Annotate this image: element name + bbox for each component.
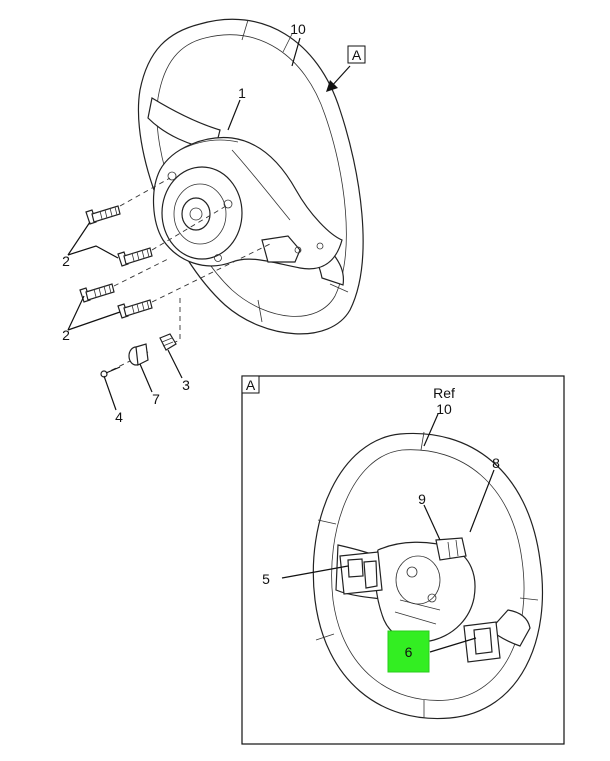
callout-6[interactable]: 6 — [405, 644, 413, 660]
steering-wheel-assembly — [137, 18, 364, 335]
callout-2-upper: 2 — [62, 253, 70, 269]
screw — [100, 366, 121, 378]
detail-view-a: A — [241, 375, 565, 745]
callout-ref-10: 10 — [436, 401, 452, 417]
bolt — [79, 283, 115, 303]
bolt-group-lower — [79, 283, 153, 319]
callout-4: 4 — [115, 409, 123, 425]
callout-3: 3 — [182, 377, 190, 393]
bolt — [117, 299, 153, 319]
ref-label: Ref — [433, 385, 455, 401]
callout-5: 5 — [262, 571, 270, 587]
bolt — [117, 247, 153, 267]
callout-7: 7 — [152, 391, 160, 407]
right-switch-pad — [463, 621, 501, 663]
bolt-group-upper — [85, 205, 153, 267]
callout-9: 9 — [418, 491, 426, 507]
view-a-label-top: A — [352, 47, 362, 63]
view-a-arrow — [326, 45, 366, 92]
left-switch-pad — [339, 551, 383, 595]
callout-8: 8 — [492, 455, 500, 471]
bolt — [85, 205, 121, 225]
nut — [159, 333, 177, 351]
callout-10: 10 — [290, 21, 306, 37]
spacer — [128, 343, 149, 366]
detail-frame — [241, 375, 565, 745]
horn-switch — [435, 537, 467, 561]
callout-2-lower: 2 — [62, 327, 70, 343]
callout-1: 1 — [238, 85, 246, 101]
view-a-label-box: A — [246, 377, 256, 393]
callout-leaders-top — [67, 37, 301, 411]
callout-6-highlight[interactable] — [387, 630, 430, 673]
